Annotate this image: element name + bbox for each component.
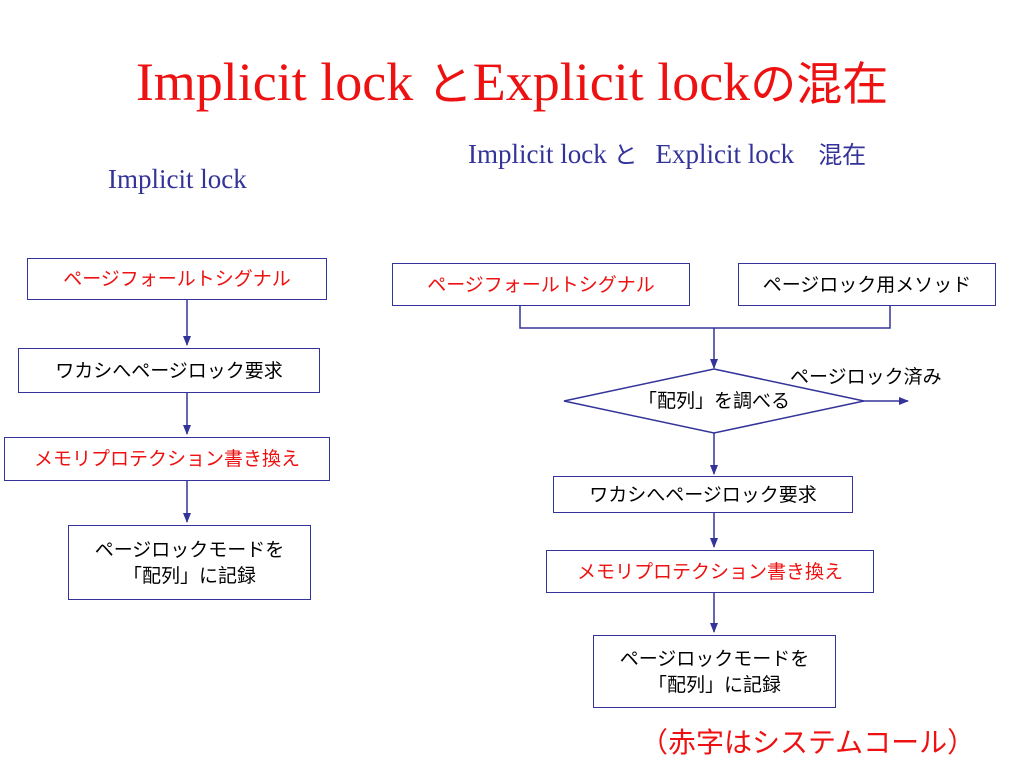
right-step-record-mode-line2: 「配列」に記録: [647, 673, 781, 696]
title-part-explicit: Explicit lock: [472, 52, 751, 112]
left-step-record-mode-line1: ページロックモードを: [94, 538, 285, 561]
title-part-mixed: の混在: [750, 57, 889, 111]
left-heading: Implicit lock: [108, 164, 247, 194]
right-heading-mixed: 混在: [818, 141, 867, 169]
branch-label-already-locked: ページロック済み: [790, 366, 942, 388]
right-step-record-mode: ページロックモードを 「配列」に記録: [593, 635, 836, 708]
right-heading-implicit: Implicit lock: [468, 139, 614, 169]
right-input-lock-method: ページロック用メソッド: [738, 263, 996, 306]
left-step-record-mode-line2: 「配列」に記録: [122, 564, 256, 587]
right-step-memory-protection: メモリプロテクション書き換え: [546, 550, 874, 593]
right-step-record-mode-line1: ページロックモードを: [619, 647, 810, 670]
right-heading-explicit: Explicit lock: [655, 139, 795, 169]
title-part-and: と: [426, 57, 473, 111]
decision-label: 「配列」を調べる: [637, 390, 790, 412]
right-heading: Implicit lock と Explicit lock 混在: [468, 138, 866, 171]
left-step-lock-request: ワカシへページロック要求: [18, 348, 320, 393]
left-step-page-fault: ページフォールトシグナル: [27, 258, 327, 300]
footnote-system-call: （赤字はシステムコール）: [640, 726, 976, 759]
merge-connector: [519, 306, 891, 329]
page-title: Implicit lock とExplicit lockの混在: [0, 50, 1024, 116]
right-step-lock-request: ワカシへページロック要求: [553, 476, 853, 513]
right-heading-and: と: [613, 141, 638, 169]
title-part-implicit: Implicit lock: [135, 52, 427, 112]
right-input-page-fault: ページフォールトシグナル: [392, 263, 690, 306]
left-step-record-mode: ページロックモードを 「配列」に記録: [68, 525, 311, 600]
left-step-memory-protection: メモリプロテクション書き換え: [4, 437, 330, 481]
